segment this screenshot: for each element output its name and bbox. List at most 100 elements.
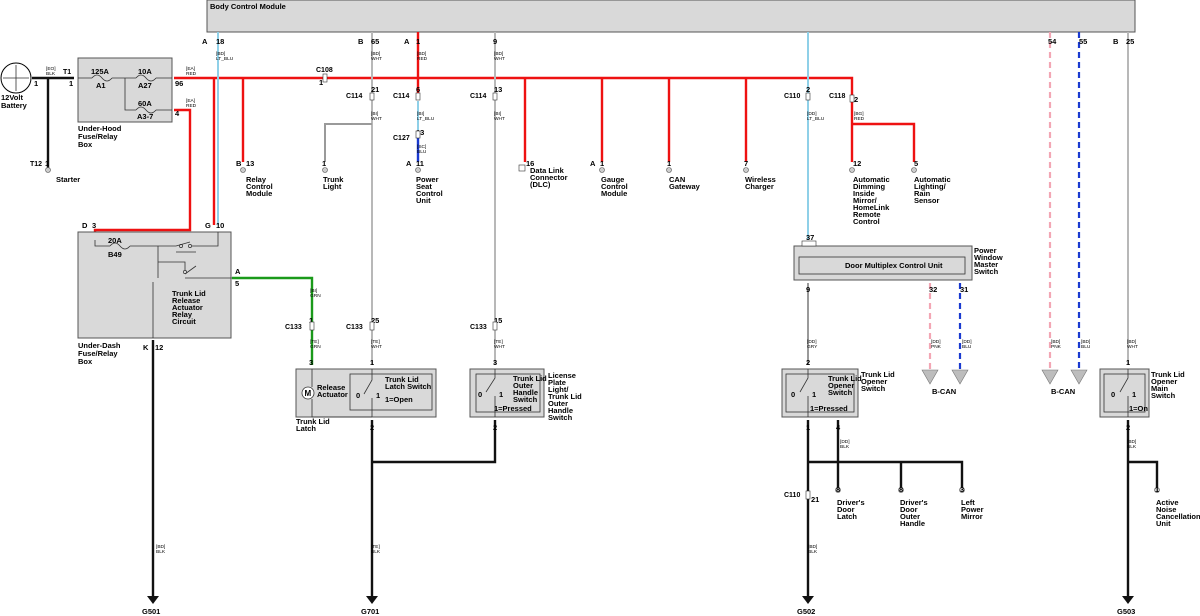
svg-text:3: 3 (92, 221, 96, 230)
svg-text:A27: A27 (138, 81, 152, 90)
svg-text:1=Pressed: 1=Pressed (494, 404, 532, 413)
data-link-connector: 16 Data Link Connector (DLC) (518, 159, 568, 189)
svg-text:C114: C114 (470, 93, 486, 100)
svg-text:[DD]: [DD] (962, 339, 972, 345)
svg-text:Master: Master (974, 260, 998, 269)
svg-text:Latch: Latch (837, 512, 857, 521)
svg-text:WHT: WHT (494, 116, 505, 122)
ground-g503: G503 (1117, 607, 1135, 616)
ground-g701: G701 (361, 607, 379, 616)
svg-text:Outer: Outer (900, 512, 920, 521)
svg-text:Mirror: Mirror (961, 512, 983, 521)
svg-text:[DD]: [DD] (807, 339, 817, 345)
svg-text:15: 15 (494, 316, 502, 325)
svg-text:BLK: BLK (1127, 444, 1137, 450)
svg-text:Switch: Switch (513, 395, 538, 404)
svg-text:[BI]: [BI] (310, 288, 317, 294)
svg-text:C110: C110 (784, 93, 800, 100)
svg-text:[BD]: [BD] (216, 51, 225, 57)
svg-text:12: 12 (155, 343, 163, 352)
svg-text:12: 12 (853, 159, 861, 168)
svg-text:125A: 125A (91, 67, 110, 76)
grounds: G501 G701 G502 G503 (142, 596, 1135, 616)
svg-text:BLU: BLU (417, 149, 427, 155)
svg-text:1: 1 (69, 79, 73, 88)
svg-text:Seat: Seat (416, 182, 432, 191)
svg-text:LT_BLU: LT_BLU (807, 116, 825, 122)
svg-text:WHT: WHT (371, 344, 382, 350)
svg-text:Wireless: Wireless (745, 175, 776, 184)
svg-text:11: 11 (416, 159, 424, 168)
svg-text:Fuse/Relay: Fuse/Relay (78, 349, 118, 358)
wireless-charger: 7 Wireless Charger (744, 159, 776, 191)
svg-text:55: 55 (1079, 37, 1087, 46)
svg-text:Under-Hood: Under-Hood (78, 124, 122, 133)
svg-text:C133: C133 (346, 324, 363, 331)
svg-text:1=Pressed: 1=Pressed (810, 404, 848, 413)
svg-text:[DD]: [DD] (807, 111, 817, 117)
svg-text:Trunk Lid: Trunk Lid (172, 289, 206, 298)
svg-text:T1: T1 (63, 69, 71, 76)
svg-text:WHT: WHT (1127, 344, 1138, 350)
svg-text:T12: T12 (30, 161, 42, 168)
door-ground-loads: C110 21 [BD] BLK 8 8 3 Driver's Door Lat… (784, 485, 984, 555)
svg-text:Active: Active (1156, 498, 1179, 507)
bus-connectors: C108 1 C114 21 [BI] WHT C114 6 [BI] LT_B… (316, 67, 865, 155)
body-control-module[interactable]: Body Control Module (206, 0, 1136, 33)
svg-text:1: 1 (370, 358, 374, 367)
svg-text:0: 0 (791, 390, 795, 399)
svg-text:C118: C118 (829, 93, 845, 100)
b-can-arrows: B-CAN B-CAN [BD] PNK [BD] BLU (921, 339, 1091, 396)
svg-text:Lighting/: Lighting/ (914, 182, 947, 191)
svg-text:[DD]: [DD] (931, 339, 941, 345)
svg-text:BLK: BLK (46, 71, 56, 77)
svg-text:B49: B49 (108, 250, 122, 259)
svg-text:BLU: BLU (962, 344, 972, 350)
svg-text:C108: C108 (316, 67, 333, 74)
svg-text:C110: C110 (784, 492, 800, 499)
svg-text:BLK: BLK (371, 549, 381, 555)
ground-g501: G501 (142, 607, 160, 616)
svg-text:4: 4 (836, 423, 841, 432)
svg-text:2: 2 (806, 358, 810, 367)
svg-text:Trunk Lid: Trunk Lid (1151, 370, 1185, 379)
svg-text:Under-Dash: Under-Dash (78, 341, 121, 350)
svg-text:Window: Window (974, 253, 1003, 262)
svg-text:[TE]: [TE] (371, 544, 380, 550)
svg-text:1: 1 (812, 390, 816, 399)
svg-text:Outer: Outer (513, 381, 533, 390)
svg-text:[BD]: [BD] (1081, 339, 1090, 345)
svg-text:Trunk Lid: Trunk Lid (513, 374, 547, 383)
svg-text:B-CAN: B-CAN (932, 387, 956, 396)
svg-text:Door: Door (837, 505, 855, 514)
svg-text:37: 37 (806, 233, 814, 242)
svg-text:Door: Door (900, 505, 918, 514)
svg-text:1: 1 (499, 390, 503, 399)
svg-text:[SC]: [SC] (417, 144, 426, 150)
starter-load: T12 1 Starter (30, 159, 80, 184)
svg-text:25: 25 (371, 316, 379, 325)
svg-text:LT_BLU: LT_BLU (216, 56, 234, 62)
svg-text:Outer: Outer (548, 399, 568, 408)
svg-text:7: 7 (744, 159, 748, 168)
svg-text:Module: Module (246, 189, 272, 198)
bcm-title: Body Control Module (210, 2, 286, 11)
svg-text:B-CAN: B-CAN (1051, 387, 1075, 396)
svg-text:(DLC): (DLC) (530, 180, 551, 189)
svg-text:Starter: Starter (56, 175, 80, 184)
svg-text:RED: RED (186, 103, 197, 109)
svg-text:Power: Power (974, 246, 997, 255)
relay-control-module: B 13 Relay Control Module (236, 159, 273, 198)
svg-text:Opener: Opener (1151, 377, 1177, 386)
svg-text:12Volt: 12Volt (1, 93, 23, 102)
svg-text:Light: Light (323, 182, 342, 191)
svg-text:Noise: Noise (1156, 505, 1176, 514)
svg-text:1: 1 (45, 159, 49, 168)
svg-text:Switch: Switch (974, 267, 999, 276)
svg-text:B: B (358, 37, 364, 46)
svg-text:9: 9 (493, 37, 497, 46)
svg-text:[TE]: [TE] (371, 339, 380, 345)
svg-text:Latch: Latch (296, 424, 316, 433)
svg-text:1: 1 (667, 159, 671, 168)
svg-text:GRN: GRN (310, 344, 321, 350)
